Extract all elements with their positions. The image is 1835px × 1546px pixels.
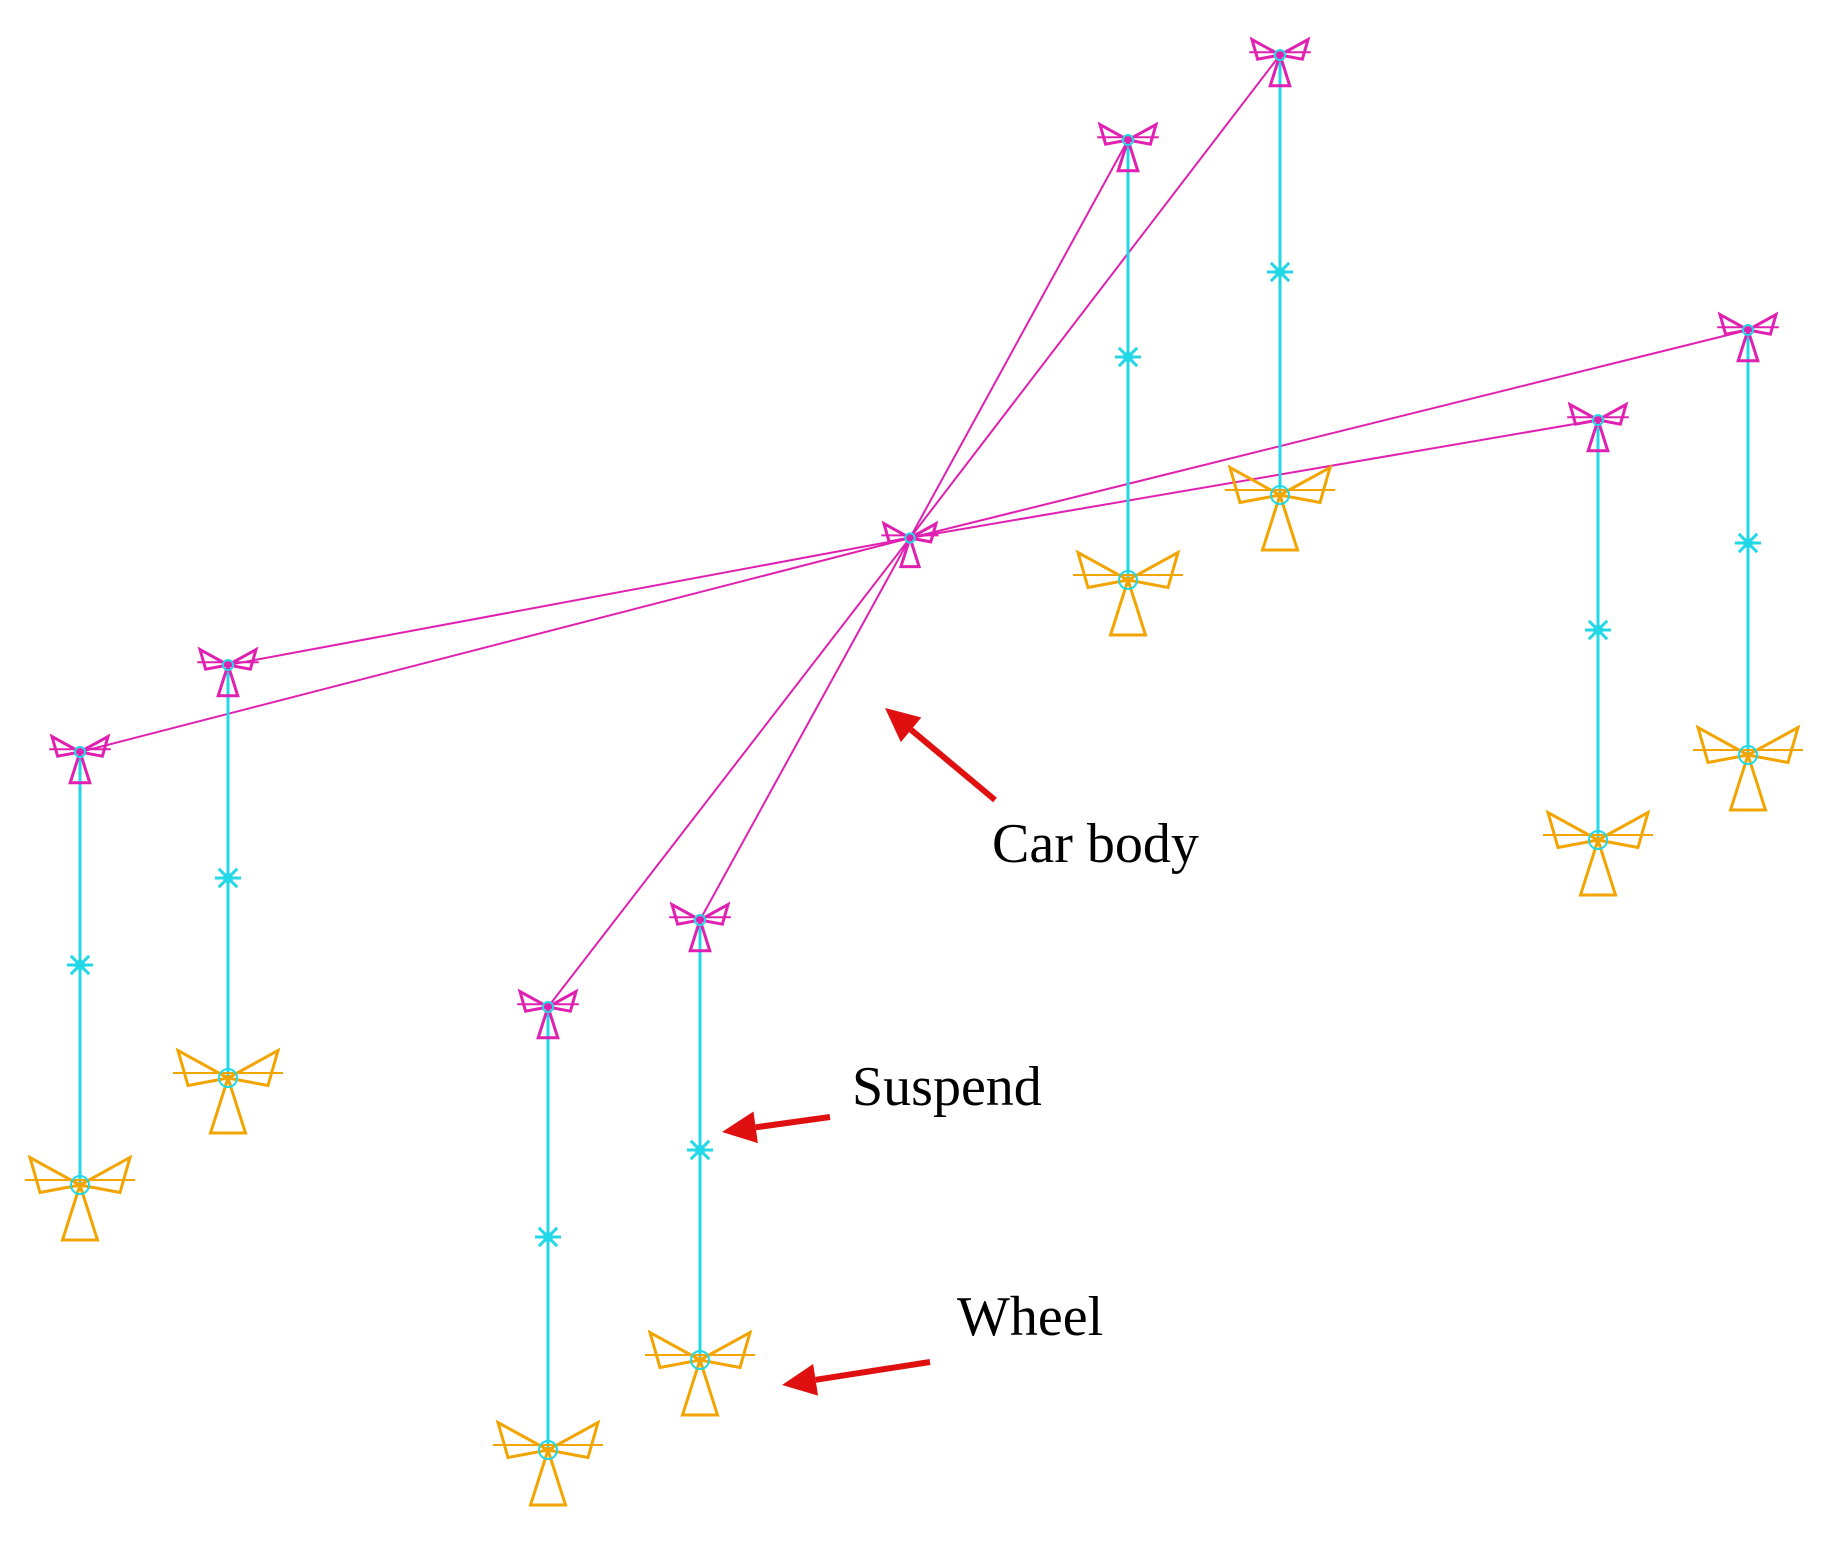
spring-icon [687,1137,713,1163]
car-body-link [909,139,1129,539]
callout-arrows [722,708,997,1396]
spring-icon [535,1224,561,1250]
wheel-icon [1225,464,1335,552]
body-mount-icon [1249,36,1311,88]
spring-icon [1585,617,1611,643]
car-body-links [79,54,1749,1008]
body-mount-icon [1097,121,1159,173]
wheel-icon [1543,809,1653,897]
car-body-link [909,329,1749,539]
body-mount-icon [1717,311,1779,363]
wheel-icon [25,1154,135,1242]
body-mount-icon [517,988,579,1040]
wheel-icon [173,1047,283,1135]
suspend-label: Suspend [852,1056,1042,1118]
body-mount-icon [669,901,731,953]
car-body-label: Car body [992,813,1199,875]
wheel-icon [645,1329,755,1417]
body-mount-icon [49,733,111,785]
car-body-link [547,537,911,1008]
spring-icon [215,865,241,891]
suspend-arrow-icon [722,1111,831,1144]
car-body-center-icon [881,520,939,569]
car-body-link [227,537,911,666]
car-body-link [79,537,911,753]
body-mount-icon [197,646,259,698]
spring-icon [1115,344,1141,370]
body-mount-icon [1567,401,1629,453]
car-body-link [909,54,1281,539]
spring-icon [1735,530,1761,556]
component-markers [25,36,1803,1507]
wheel-icon [1693,724,1803,812]
spring-icon [67,952,93,978]
car-body-link [699,537,911,921]
wheel-label: Wheel [957,1286,1103,1348]
spring-icon [1267,259,1293,285]
wheel-icon [1073,549,1183,637]
suspension-struts [78,55,1750,1450]
wheel-arrow-icon [782,1359,931,1396]
wheel-icon [493,1419,603,1507]
car-body-arrow-icon [885,708,997,803]
